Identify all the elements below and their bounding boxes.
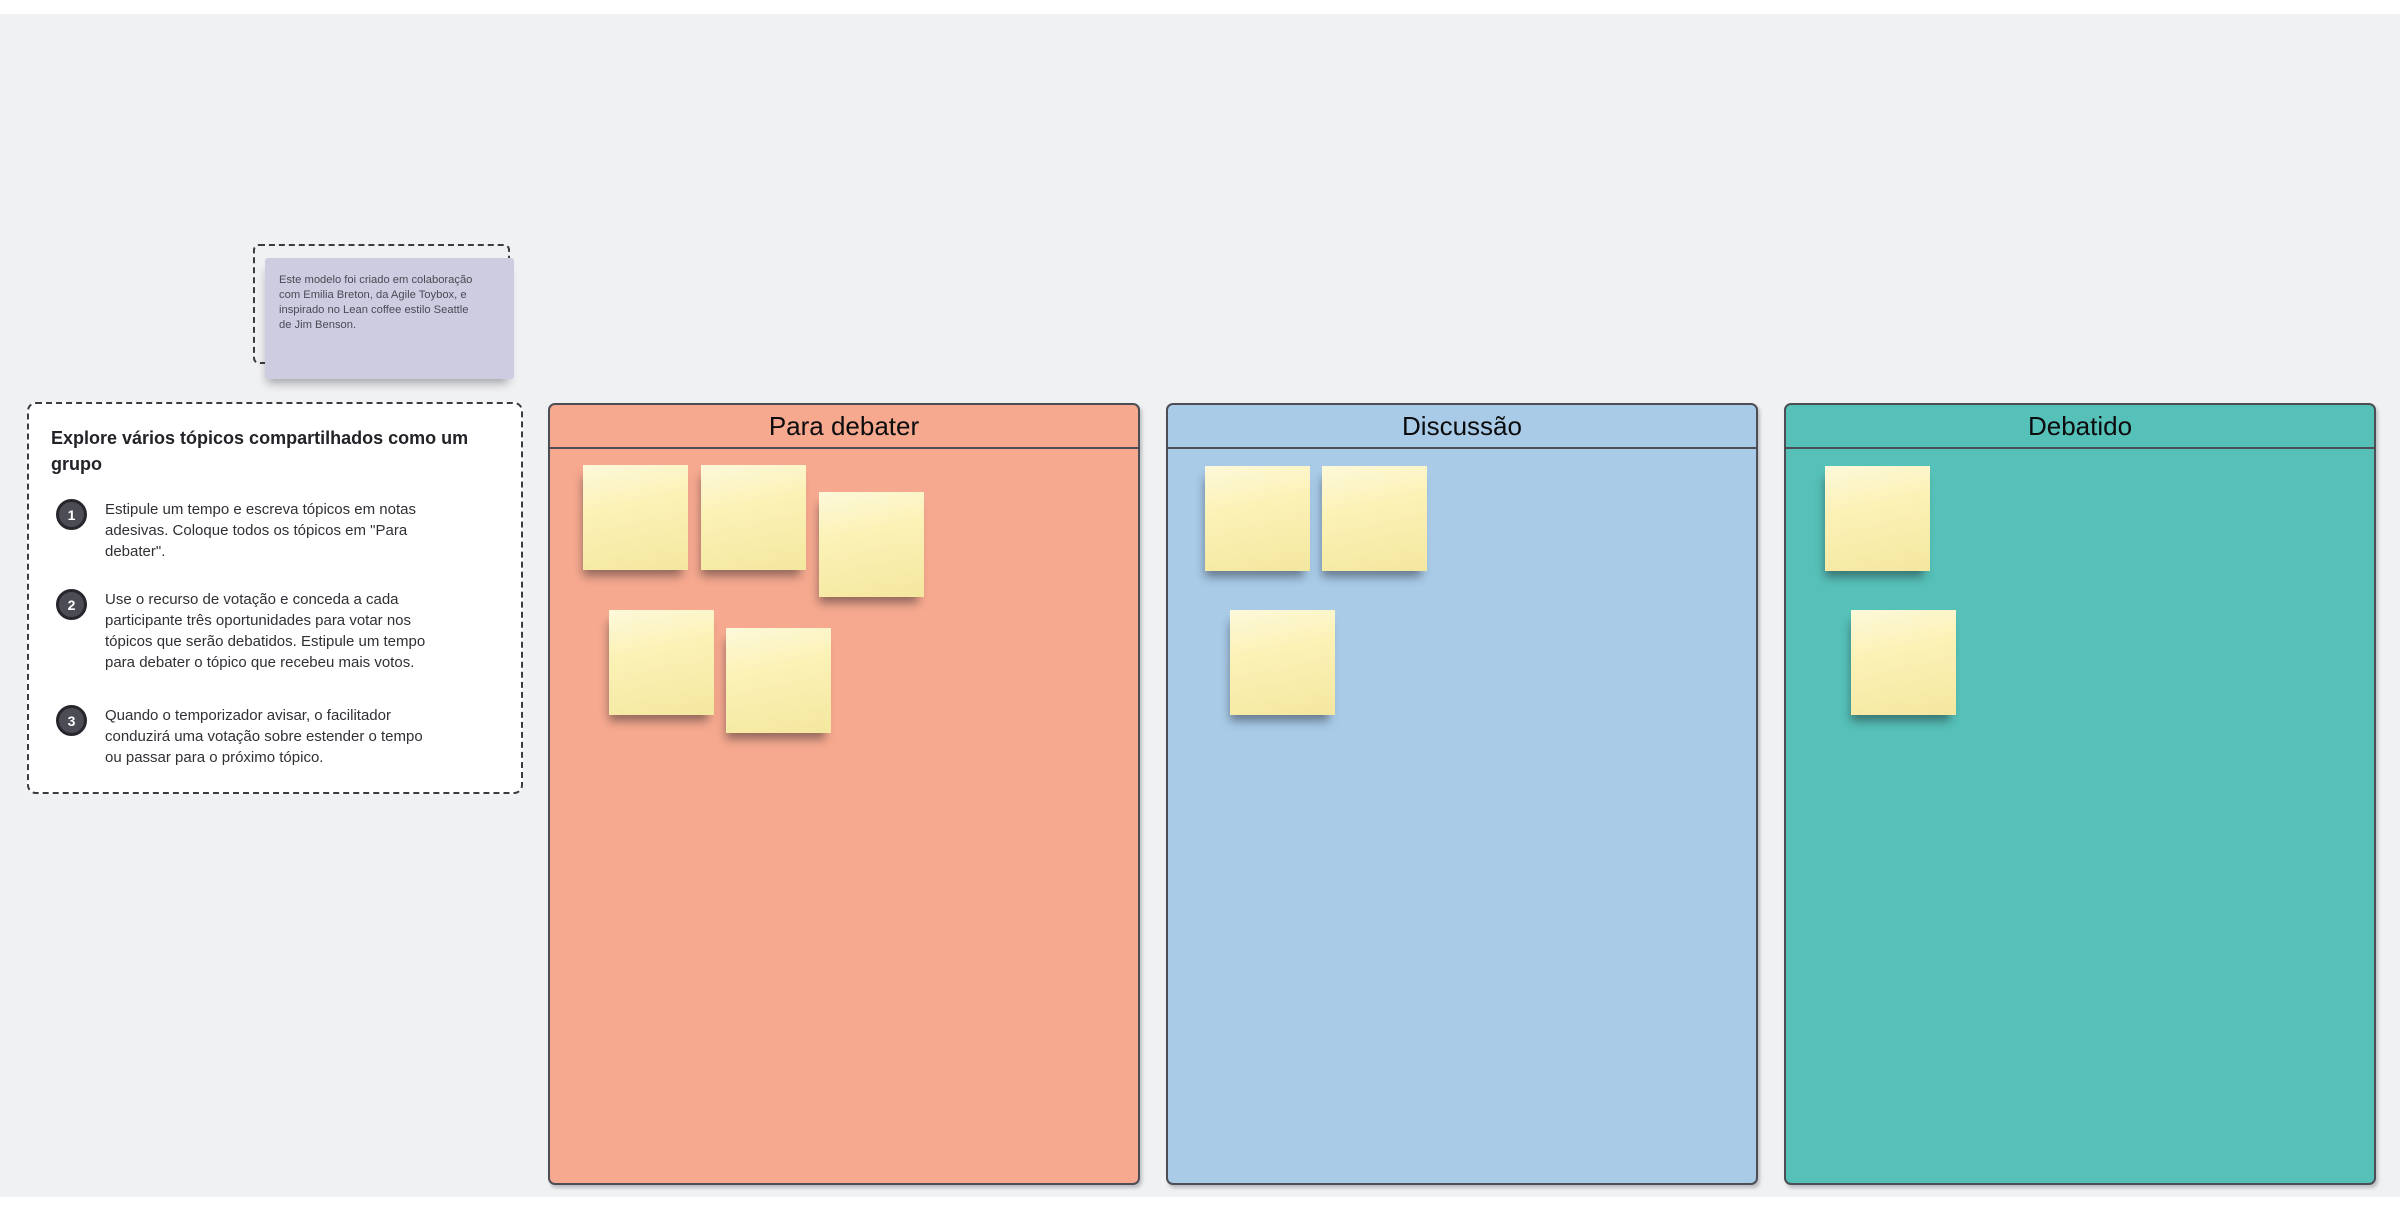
sticky-note[interactable] [701, 465, 806, 570]
column-discussao-title: Discussão [1402, 410, 1522, 441]
step-3-text: Quando o temporizador avisar, o facilita… [105, 707, 423, 766]
instructions-panel[interactable]: Explore vários tópicos compartilhados co… [27, 402, 523, 794]
whiteboard-canvas[interactable]: Este modelo foi criado em colaboração co… [0, 14, 2400, 1197]
column-debatido-header[interactable]: Debatido [1786, 405, 2374, 449]
step-1-number-badge: 1 [56, 499, 87, 530]
sticky-note[interactable] [583, 465, 688, 570]
sticky-note[interactable] [1322, 466, 1427, 571]
credit-note[interactable]: Este modelo foi criado em colaboração co… [265, 258, 514, 379]
sticky-note[interactable] [1205, 466, 1310, 571]
step-2-text: Use o recurso de votação e conceda a cad… [105, 591, 426, 671]
sticky-note[interactable] [819, 492, 924, 597]
instruction-step-1: 1 Estipule um tempo e escreva tópicos em… [29, 499, 521, 562]
credit-note-text: Este modelo foi criado em colaboração co… [279, 274, 473, 331]
sticky-notes-layer [0, 14, 2400, 1197]
sticky-note[interactable] [726, 628, 831, 733]
window-bottom-margin [0, 1197, 2400, 1213]
step-2-number-badge: 2 [56, 589, 87, 620]
sticky-note[interactable] [1230, 610, 1335, 715]
column-debatido-title: Debatido [2027, 410, 2133, 441]
sticky-note[interactable] [1825, 466, 1930, 571]
step-1-text: Estipule um tempo e escreva tópicos em n… [105, 501, 416, 560]
window-top-margin [0, 0, 2400, 14]
instruction-step-2: 2 Use o recurso de votação e conceda a c… [29, 589, 521, 673]
step-3-number-badge: 3 [56, 705, 87, 736]
column-discussao-header[interactable]: Discussão [1168, 405, 1756, 449]
sticky-note[interactable] [1851, 610, 1956, 715]
sticky-note[interactable] [609, 610, 714, 715]
column-para-debater-header[interactable]: Para debater [550, 405, 1138, 449]
column-para-debater-title: Para debater [768, 410, 920, 441]
instructions-title: Explore vários tópicos compartilhados co… [51, 428, 469, 474]
instruction-step-3: 3 Quando o temporizador avisar, o facili… [29, 705, 521, 768]
